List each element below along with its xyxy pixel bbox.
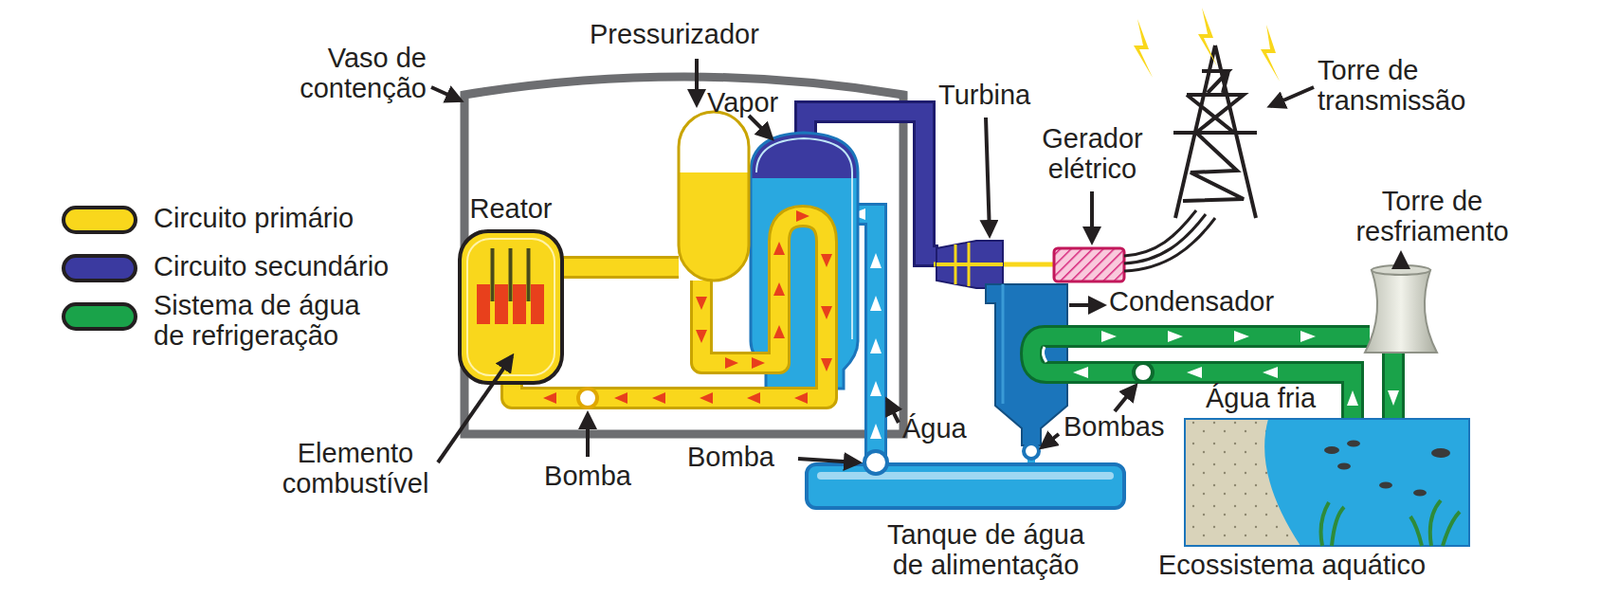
part-label: Ecossistema aquático (1158, 549, 1481, 581)
part-label: Água (902, 413, 988, 444)
turbine (933, 240, 1057, 289)
reactor-node: Reator (449, 193, 573, 383)
pressurizer (672, 111, 759, 287)
part-label: Vaso de contenção (274, 42, 427, 105)
part-label: Tanque de água de alimentação (881, 519, 1091, 582)
part-label: Vapor (707, 87, 802, 118)
part-label: Gerador elétrico (1018, 123, 1166, 185)
part-label: Pressurizador (589, 18, 799, 50)
part-label: Condensador (1109, 286, 1299, 317)
electric-generator (1054, 210, 1216, 282)
legend-swatch (61, 205, 138, 235)
part-label: Bomba (530, 460, 645, 491)
steam-generator (739, 113, 873, 389)
cooling-tower (1364, 265, 1437, 353)
legend-label: Circuito primário (153, 202, 354, 234)
part-label: Água fria (1205, 382, 1348, 414)
part-label: Bomba (687, 441, 794, 473)
part-label: Bombas (1063, 411, 1187, 442)
part-label: Turbina (938, 79, 1072, 110)
lightning-symbol (1133, 7, 1280, 82)
transmission-tower (1173, 45, 1257, 219)
fuel-element (476, 248, 545, 325)
legend-swatch (61, 254, 138, 283)
leader-arrows (431, 58, 1401, 463)
aquatic-ecosystem (1184, 418, 1470, 546)
cooling-water-loop (1031, 330, 1400, 419)
part-label: Elemento combustível (254, 437, 457, 500)
feedwater-tank (806, 451, 1125, 509)
legend-label: Sistema de água de refrigeração (153, 290, 370, 352)
node-title: Reator (449, 193, 573, 224)
legend-label: Circuito secundário (153, 251, 389, 282)
legend-swatch (61, 302, 138, 331)
part-label: Torre de resfriamento (1325, 185, 1540, 248)
part-label: Torre de transmissão (1317, 54, 1517, 117)
